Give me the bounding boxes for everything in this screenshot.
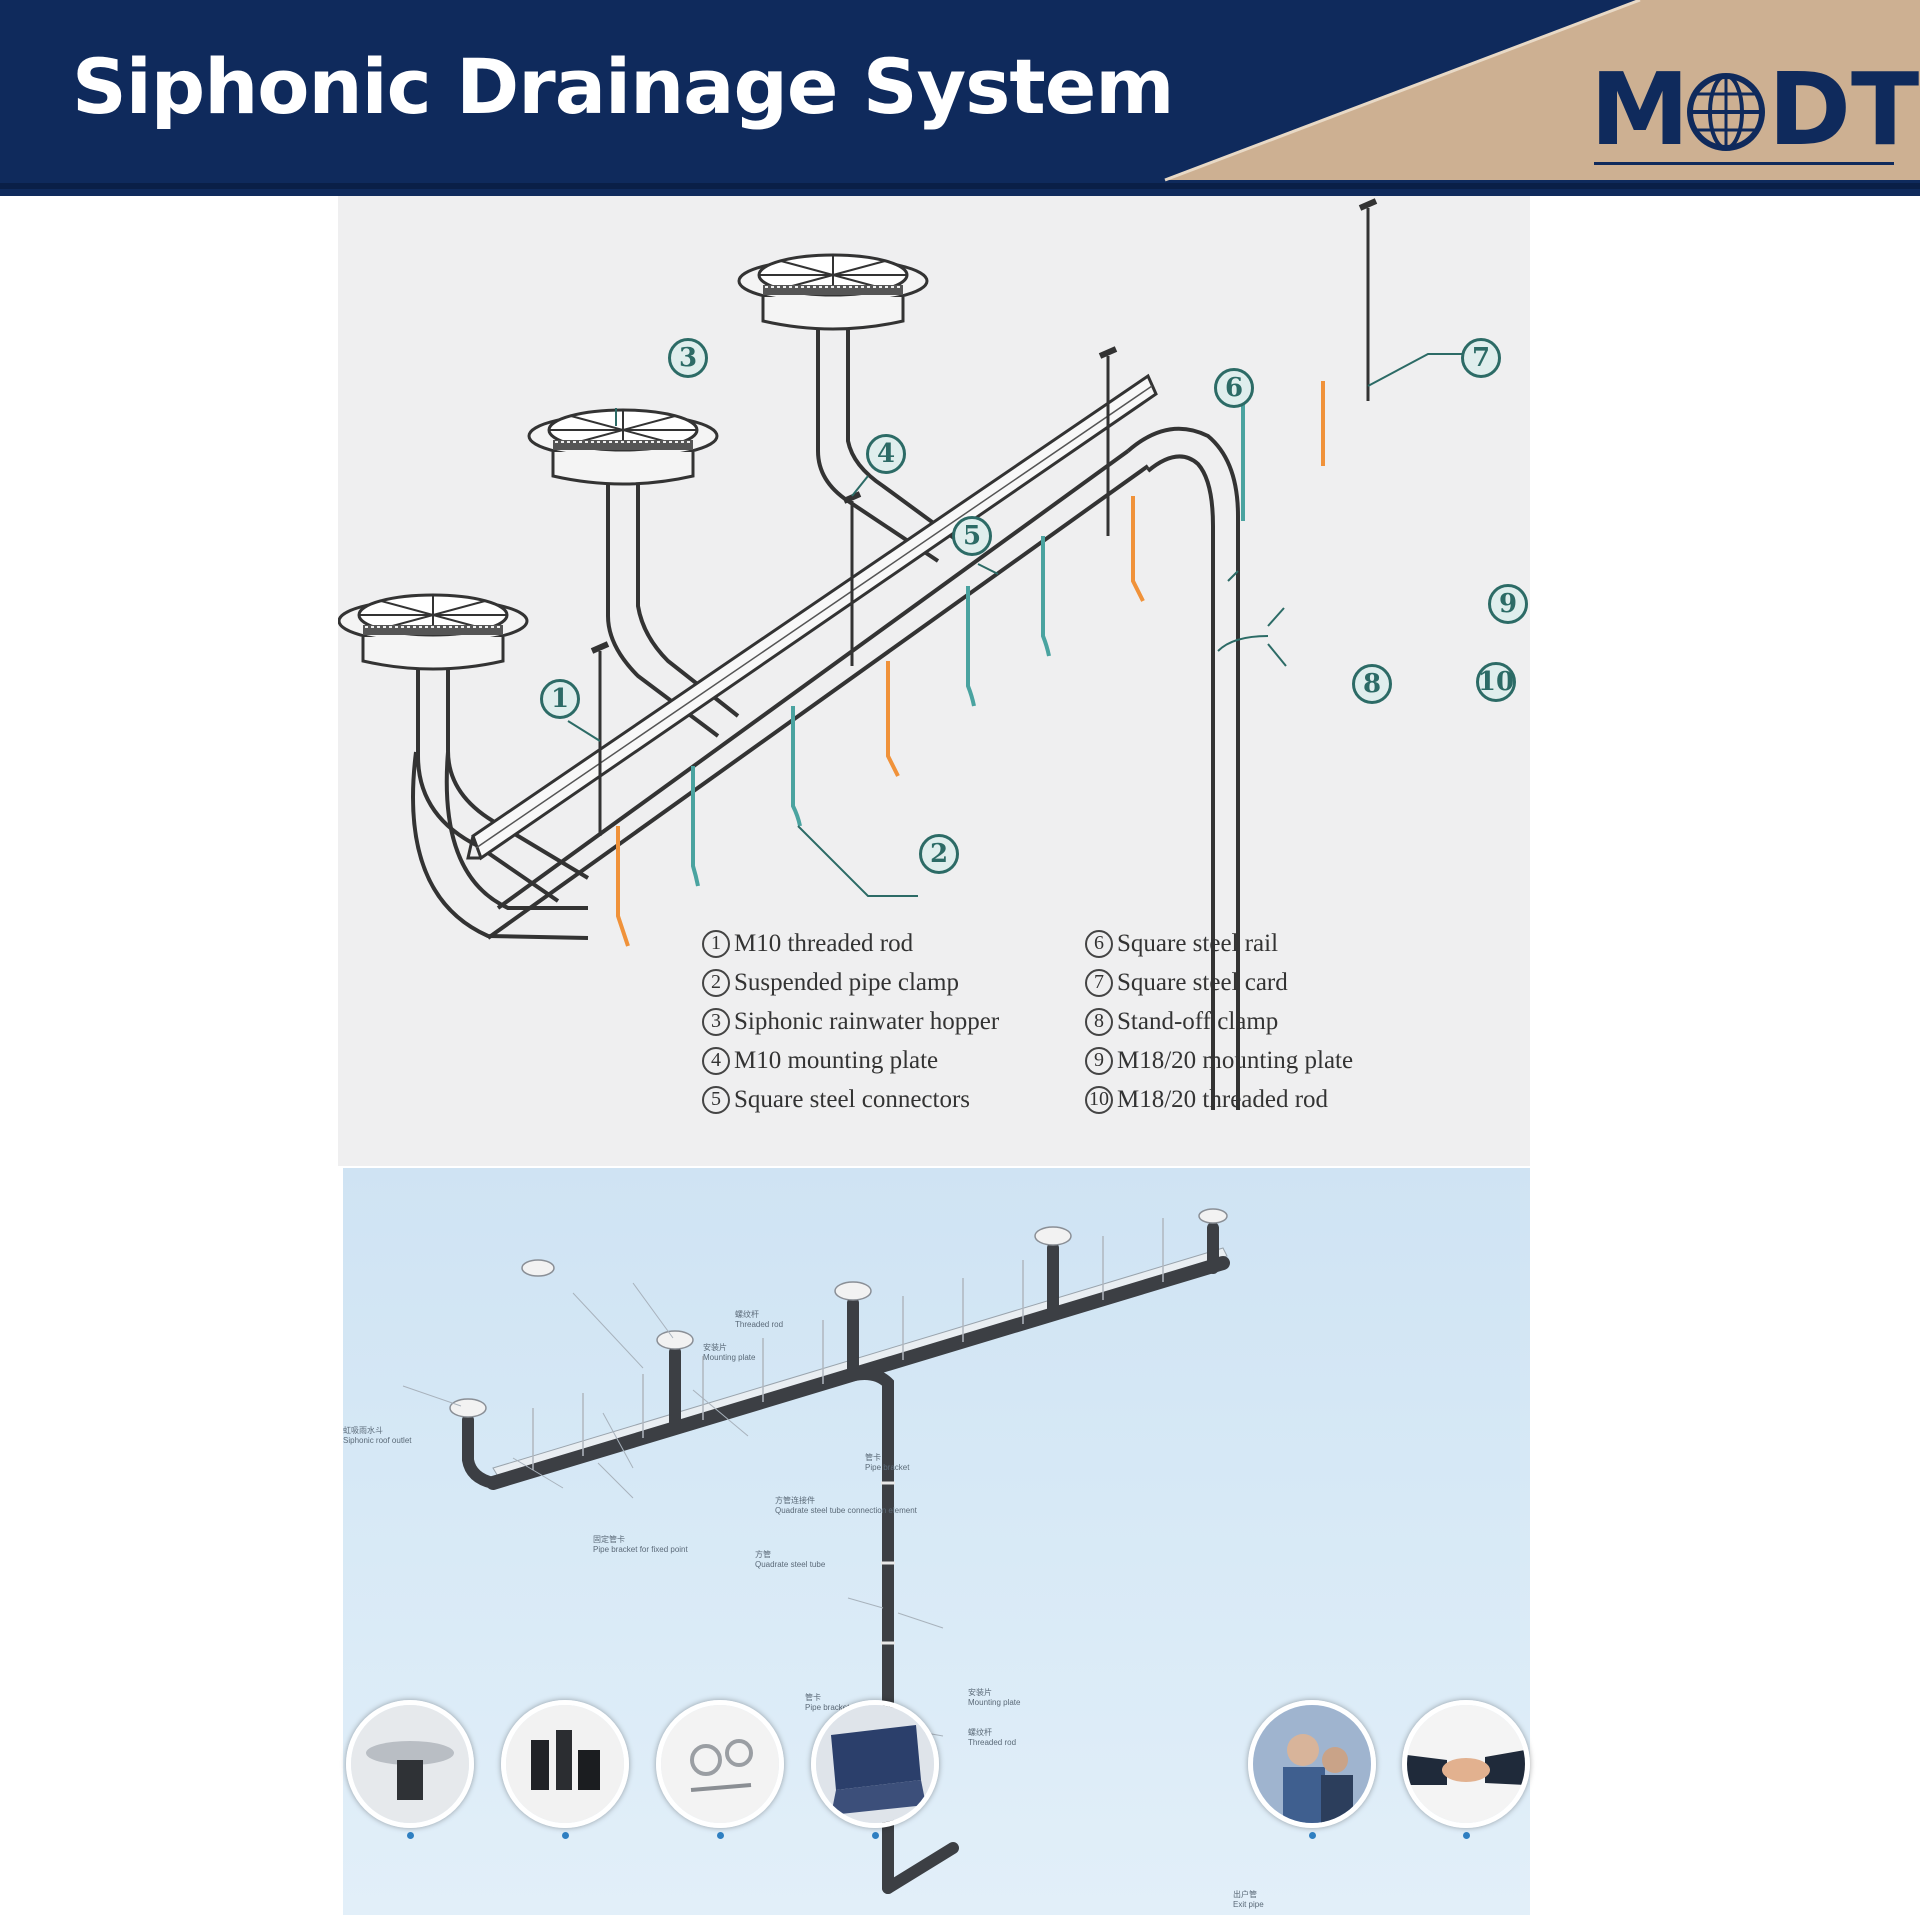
callout-6: 6 xyxy=(1214,368,1254,408)
callout-7: 7 xyxy=(1461,338,1501,378)
page-title: Siphonic Drainage System xyxy=(72,42,1174,131)
brackets-photo xyxy=(656,1700,784,1828)
logo-underline xyxy=(1594,162,1894,165)
handshake-photo xyxy=(1402,1700,1530,1828)
callout-10: 10 xyxy=(1476,662,1516,702)
callout-2: 2 xyxy=(919,834,959,874)
engineers-photo xyxy=(1248,1700,1376,1828)
callout-9: 9 xyxy=(1488,584,1528,624)
photo-indicator-dot xyxy=(562,1832,569,1839)
callout-5: 5 xyxy=(952,516,992,556)
photo-indicator-dot xyxy=(1463,1832,1470,1839)
callout-1: 1 xyxy=(540,679,580,719)
banner-background xyxy=(0,0,1920,196)
callout-4: 4 xyxy=(866,434,906,474)
roof-outlet-photo xyxy=(346,1700,474,1828)
render-drawing xyxy=(402,1208,1230,1894)
photo-indicator-dot xyxy=(872,1832,879,1839)
photo-indicator-dot xyxy=(407,1832,414,1839)
laptop-photo xyxy=(811,1700,939,1828)
photo-indicator-dot xyxy=(1309,1832,1316,1839)
callout-8: 8 xyxy=(1352,664,1392,704)
header-banner: Siphonic Drainage System M DT xyxy=(0,0,1920,196)
pipe-fittings-photo xyxy=(501,1700,629,1828)
pipe-drawing xyxy=(338,198,1468,1110)
logo-letters-dt: DT xyxy=(1768,51,1920,168)
photo-indicator-dot xyxy=(717,1832,724,1839)
logo-letter-m: M xyxy=(1590,51,1690,168)
globe-icon xyxy=(1687,73,1765,151)
company-logo: M DT xyxy=(1590,51,1919,170)
callout-3: 3 xyxy=(668,338,708,378)
